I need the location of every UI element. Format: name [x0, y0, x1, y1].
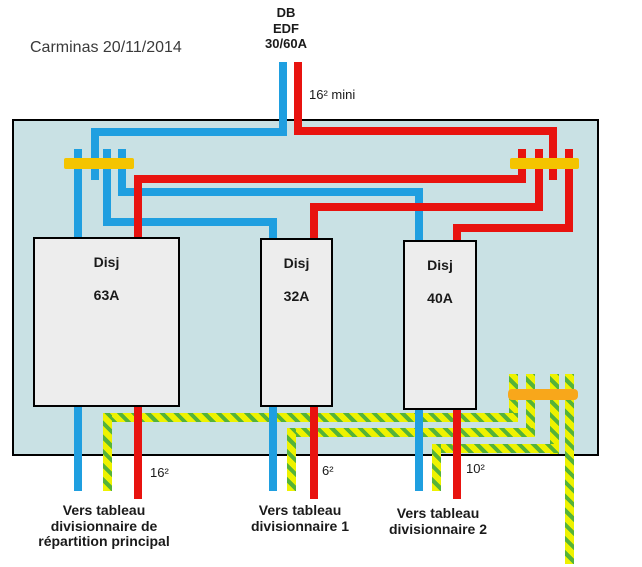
output-label-line: Vers tableau [396, 505, 480, 521]
live-busbar [510, 158, 579, 169]
neutral-output-2 [269, 407, 277, 491]
earth-drop-3 [550, 398, 559, 454]
live-branch-40a [565, 149, 573, 232]
neutral-feed-wire [279, 62, 287, 136]
earth-run-3 [432, 444, 559, 453]
neutral-feed-wire [91, 128, 99, 180]
live-output-3 [453, 410, 461, 499]
output-label-line: Vers tableau [258, 502, 342, 518]
earth-busbar [508, 389, 578, 400]
wire-section-6: 6² [322, 463, 334, 478]
earth-output-2 [287, 428, 296, 491]
earth-output-1 [103, 413, 112, 491]
output-label-line: répartition principal [38, 533, 170, 549]
live-branch-40a [453, 224, 573, 232]
output-label-line: divisionnaire 1 [250, 517, 350, 534]
breaker-name: Disj [93, 254, 120, 270]
output-label-line: Vers tableau [62, 502, 146, 518]
earth-terminal-stub [565, 374, 574, 390]
supply-line-3: 30/60A [265, 36, 307, 51]
wire-section-16: 16² [150, 465, 169, 480]
supply-line-1: DB [276, 5, 296, 20]
breaker-32a: Disj 32A [260, 238, 333, 407]
neutral-branch-63a [74, 149, 82, 237]
neutral-branch-32a [103, 218, 277, 226]
live-feed-wire [549, 127, 557, 180]
earth-main-wire [565, 398, 574, 564]
neutral-branch-40a [118, 149, 126, 196]
live-feed-wire [294, 127, 557, 135]
earth-drop-2 [526, 398, 535, 437]
live-branch-63a [134, 175, 526, 183]
neutral-branch-40a [415, 188, 423, 240]
live-output-1 [134, 407, 142, 499]
live-feed-wire [294, 62, 302, 135]
output-label-line: divisionnaire 2 [388, 520, 488, 537]
supply-section-label: 16² mini [309, 87, 356, 102]
live-branch-32a [310, 203, 318, 238]
neutral-feed-wire [91, 128, 287, 136]
author-date-label: Carminas 20/11/2014 [30, 39, 182, 56]
breaker-name: Disj [283, 255, 310, 271]
live-branch-32a [310, 203, 543, 211]
neutral-output-1 [74, 407, 82, 491]
output-label-1: Vers tableau divisionnaire de répartitio… [14, 502, 194, 550]
supply-source-label: DB EDF 30/60A [231, 5, 341, 52]
live-branch-32a [535, 149, 543, 211]
neutral-busbar [64, 158, 134, 169]
breaker-rating: 63A [93, 287, 120, 303]
earth-run-2 [287, 428, 535, 437]
neutral-branch-40a [118, 188, 423, 196]
breaker-rating: 32A [283, 288, 310, 304]
live-branch-40a [453, 224, 461, 240]
live-output-2 [310, 407, 318, 499]
earth-terminal-stub [526, 374, 535, 390]
live-branch-63a [134, 175, 142, 237]
output-label-line: divisionnaire de [50, 517, 158, 534]
breaker-63a: Disj 63A [33, 237, 180, 407]
breaker-40a: Disj 40A [403, 240, 477, 410]
supply-line-2: EDF [273, 20, 299, 36]
neutral-output-3 [415, 410, 423, 491]
neutral-branch-32a [269, 218, 277, 238]
output-label-3: Vers tableau divisionnaire 2 [366, 505, 510, 537]
earth-drop-1 [509, 398, 518, 422]
earth-terminal-stub [509, 374, 518, 390]
output-label-2: Vers tableau divisionnaire 1 [228, 502, 372, 534]
earth-output-3 [432, 444, 441, 491]
wire-section-10: 10² [466, 461, 485, 476]
neutral-branch-32a [103, 149, 111, 226]
breaker-name: Disj [427, 257, 453, 273]
breaker-rating: 40A [427, 290, 453, 306]
earth-terminal-stub [550, 374, 559, 390]
